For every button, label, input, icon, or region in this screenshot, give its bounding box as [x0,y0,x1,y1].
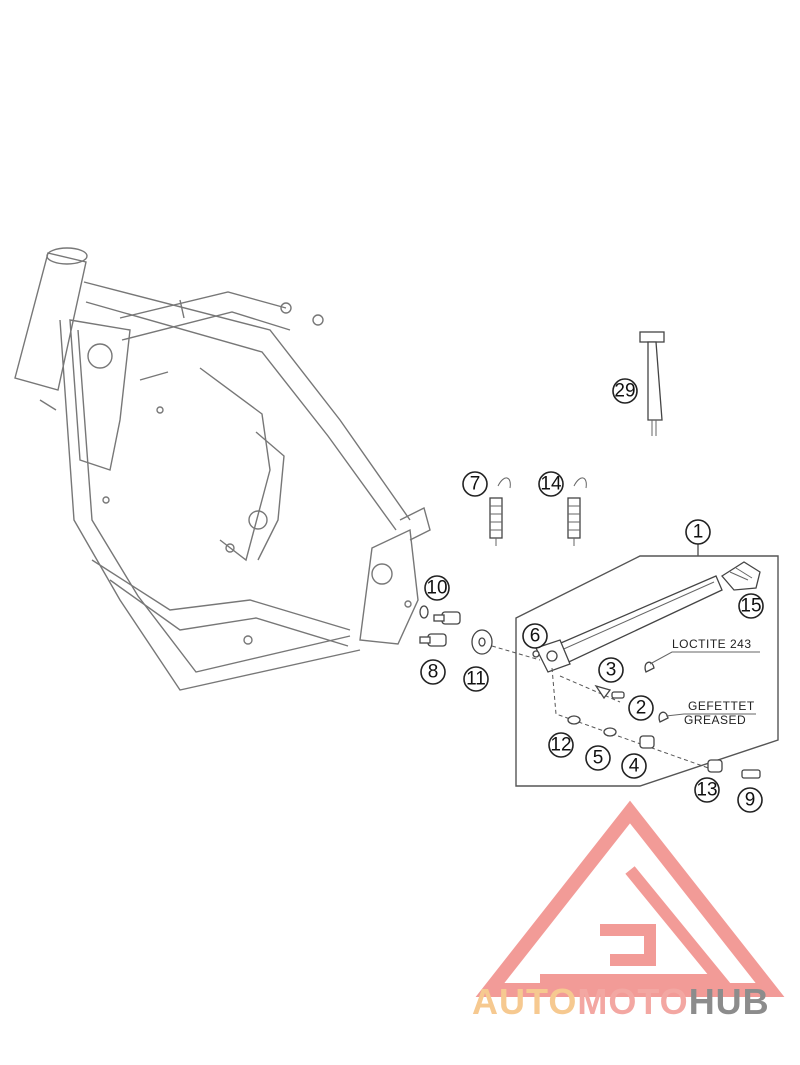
ring-12 [567,715,581,725]
callout-14-label: 14 [540,474,562,495]
assembly-line [491,645,541,661]
callout-29: 29 [612,378,638,404]
callout-8-label: 8 [428,662,439,683]
foot-pad [721,561,761,591]
logo-inner-stroke [540,866,733,986]
callout-13-label: 13 [696,780,717,801]
callout-1-label: 1 [693,522,704,543]
special-tool [639,331,665,436]
callout-12-label: 12 [550,735,571,756]
bolt-8 [419,633,447,647]
loctite-drop [644,661,655,673]
callout-29-label: 29 [614,381,635,402]
logo-triangle [475,800,785,997]
callout-2-label: 2 [636,698,647,719]
spring-14 [567,477,587,546]
bushing-13 [707,759,723,773]
callout-13: 13 [694,777,720,803]
callout-12: 12 [548,732,574,758]
callout-7-label: 7 [470,474,481,495]
callout-11: 11 [463,666,489,692]
callout-5-label: 5 [593,748,604,769]
loctite-note: LOCTITE 243 [672,637,752,651]
callout-5: 5 [585,745,611,771]
callout-10: 10 [424,575,450,601]
callout-4-label: 4 [629,756,640,777]
callout-2: 2 [628,695,654,721]
logo-g-stroke [600,924,656,966]
clip-3 [594,684,612,700]
side-stand-assembly-outline [515,544,779,787]
bushing-4 [639,735,655,749]
nut-6 [532,650,540,658]
bolt-10 [433,611,461,625]
watermark-hub: HUB [689,981,770,1022]
grease-leader [665,713,756,717]
watermark-moto: MOTO [577,981,688,1022]
callout-9: 9 [737,787,763,813]
callout-11-label: 11 [466,669,486,690]
callout-15: 15 [738,593,764,619]
callout-3: 3 [598,657,624,683]
greased-note: GREASED [684,713,746,727]
side-stand-leg [535,575,723,673]
watermark-logo [475,800,785,997]
callout-9-label: 9 [745,790,756,811]
callout-3-label: 3 [606,660,617,681]
loctite-leader [649,651,760,665]
spring-7 [489,477,511,546]
callout-15-label: 15 [740,596,761,617]
callout-7: 7 [462,471,488,497]
gefettet-note: GEFETTET [688,699,755,713]
grease-drop [658,711,669,723]
ring-5 [603,727,617,737]
assembly-line [551,667,715,771]
callout-8: 8 [420,659,446,685]
assembly-line [559,675,621,703]
bolt-2 [611,691,625,699]
callout-6-label: 6 [530,626,541,647]
washer-11 [471,629,493,655]
motorcycle-frame [14,247,431,691]
bolt-9 [741,769,761,779]
callout-10-label: 10 [426,578,447,599]
o-ring [419,605,429,619]
watermark-auto: AUTO [472,981,577,1022]
watermark-text: AUTOMOTOHUB [472,981,770,1022]
callout-4: 4 [621,753,647,779]
callout-14: 14 [538,471,564,497]
callout-1: 1 [685,519,711,545]
callout-6: 6 [522,623,548,649]
